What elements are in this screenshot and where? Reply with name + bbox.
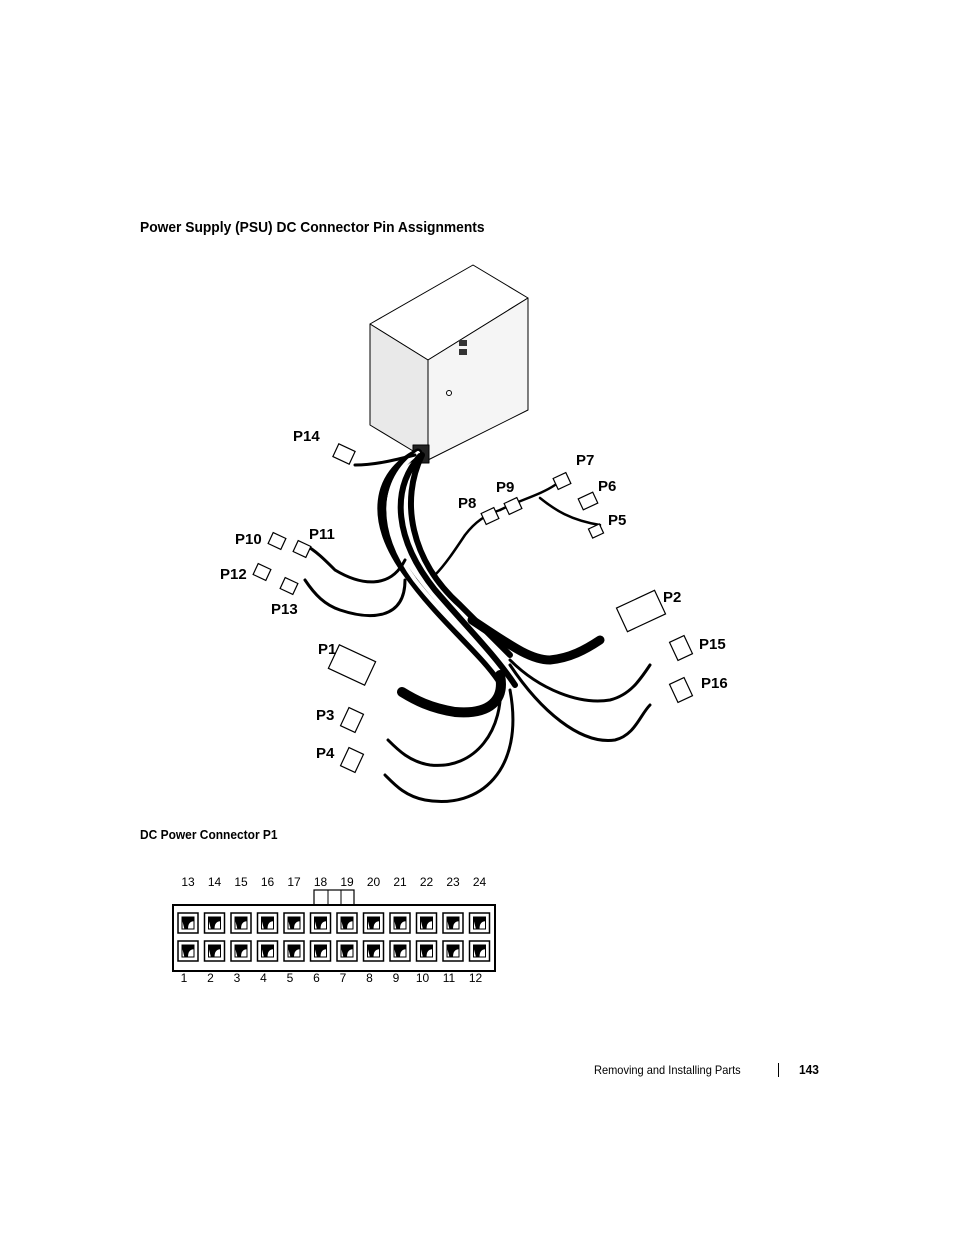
pin-number-19: 19 <box>340 875 354 889</box>
pin-number-13: 13 <box>181 875 195 889</box>
label-p11: P11 <box>309 526 335 543</box>
label-p15: P15 <box>699 636 726 653</box>
pin-2 <box>203 940 226 962</box>
pin-number-24: 24 <box>473 875 487 889</box>
pin-11 <box>442 940 464 962</box>
label-p2: P2 <box>663 589 681 606</box>
label-p10: P10 <box>235 531 262 548</box>
pin-number-7: 7 <box>340 971 347 985</box>
pin-7 <box>336 940 358 962</box>
footer-divider <box>778 1063 779 1077</box>
pin-number-9: 9 <box>393 971 400 985</box>
page-number: 143 <box>799 1062 819 1077</box>
connector-labels: P14 P7 P9 P6 P8 P5 P10 P11 P12 P13 P2 P1… <box>220 428 728 762</box>
pin-number-6: 6 <box>313 971 320 985</box>
pin-5 <box>283 940 305 962</box>
section-title: Power Supply (PSU) DC Connector Pin Assi… <box>140 219 485 236</box>
pin-number-14: 14 <box>208 875 222 889</box>
pin-number-22: 22 <box>420 875 434 889</box>
pin-1 <box>177 940 199 962</box>
label-p7: P7 <box>576 452 594 469</box>
label-p6: P6 <box>598 478 616 495</box>
label-p16: P16 <box>701 675 728 692</box>
pin-number-10: 10 <box>416 971 430 985</box>
cable-harness <box>303 448 652 803</box>
pin-number-4: 4 <box>260 971 267 985</box>
top-row-pin-numbers: 13 14 15 16 17 18 19 20 21 22 23 24 <box>181 875 486 889</box>
connector-housing <box>172 904 496 972</box>
pin-19 <box>336 912 358 934</box>
label-p8: P8 <box>458 495 476 512</box>
pin-16 <box>256 912 279 934</box>
peripheral-connectors <box>252 443 694 774</box>
subsection-title: DC Power Connector P1 <box>140 827 278 842</box>
pin-number-18: 18 <box>314 875 328 889</box>
label-p1: P1 <box>318 641 336 658</box>
label-p5: P5 <box>608 512 626 529</box>
pin-8 <box>362 940 385 962</box>
label-p4: P4 <box>316 745 335 762</box>
pin-9 <box>389 940 411 962</box>
pin-number-16: 16 <box>261 875 275 889</box>
psu-unit <box>369 264 529 464</box>
pin-number-20: 20 <box>367 875 381 889</box>
pin-13 <box>177 912 199 934</box>
pin-20 <box>362 912 385 934</box>
pin-14 <box>203 912 226 934</box>
pin-number-3: 3 <box>234 971 241 985</box>
label-p9: P9 <box>496 479 514 496</box>
connector-latch <box>313 889 355 906</box>
pin-22 <box>415 912 438 934</box>
pin-number-21: 21 <box>393 875 407 889</box>
pin-number-12: 12 <box>469 971 483 985</box>
pin-number-5: 5 <box>287 971 294 985</box>
pin-12 <box>468 940 491 962</box>
pin-15 <box>230 912 252 934</box>
pin-3 <box>230 940 252 962</box>
pin-10 <box>415 940 438 962</box>
pin-17 <box>283 912 305 934</box>
label-p12: P12 <box>220 566 247 583</box>
pin-23 <box>442 912 464 934</box>
pin-number-2: 2 <box>207 971 214 985</box>
pin-number-23: 23 <box>446 875 460 889</box>
pin-24 <box>468 912 491 934</box>
pin-number-11: 11 <box>443 971 456 985</box>
label-p3: P3 <box>316 707 334 724</box>
pin-number-8: 8 <box>366 971 373 985</box>
pin-18 <box>309 912 332 934</box>
pin-cells <box>177 912 491 962</box>
pin-number-15: 15 <box>234 875 248 889</box>
pin-number-17: 17 <box>287 875 301 889</box>
pin-4 <box>256 940 279 962</box>
pin-number-1: 1 <box>181 971 188 985</box>
footer-section-name: Removing and Installing Parts <box>594 1063 741 1077</box>
pin-21 <box>389 912 411 934</box>
label-p13: P13 <box>271 601 298 618</box>
psu-cable-diagram: P14 P7 P9 P6 P8 P5 P10 P11 P12 P13 P2 P1… <box>220 264 728 803</box>
label-p14: P14 <box>293 428 320 445</box>
pin-6 <box>309 940 332 962</box>
